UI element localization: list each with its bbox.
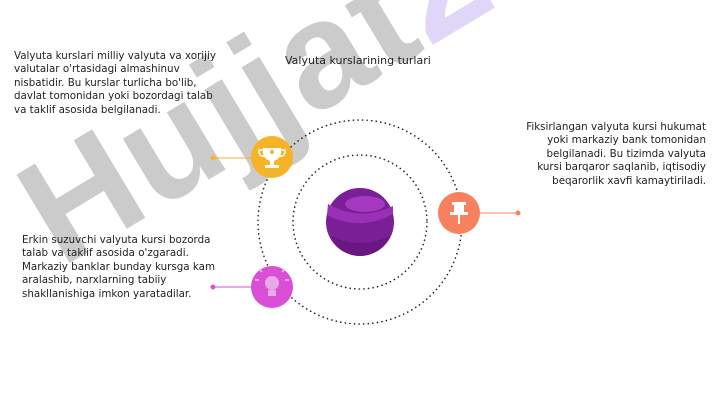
- trophy-icon: [251, 136, 293, 178]
- inner-orbit: [292, 154, 428, 290]
- lightbulb-icon: [251, 266, 293, 308]
- trophy-connector: [210, 155, 252, 161]
- fixed-rate-text: Fiksirlangan valyuta kursi hukumat yoki …: [526, 121, 706, 187]
- floating-rate-text: Erkin suzuvchi valyuta kursi bozorda tal…: [22, 234, 215, 300]
- lightbulb-connector: [210, 284, 252, 290]
- pushpin-connector: [480, 210, 521, 216]
- center-sphere: [326, 188, 394, 256]
- diagram-title: Valyuta kurslarining turlari: [285, 54, 431, 67]
- intro-text: Valyuta kurslari milliy valyuta va xorij…: [14, 50, 216, 116]
- pushpin-icon: [438, 192, 480, 234]
